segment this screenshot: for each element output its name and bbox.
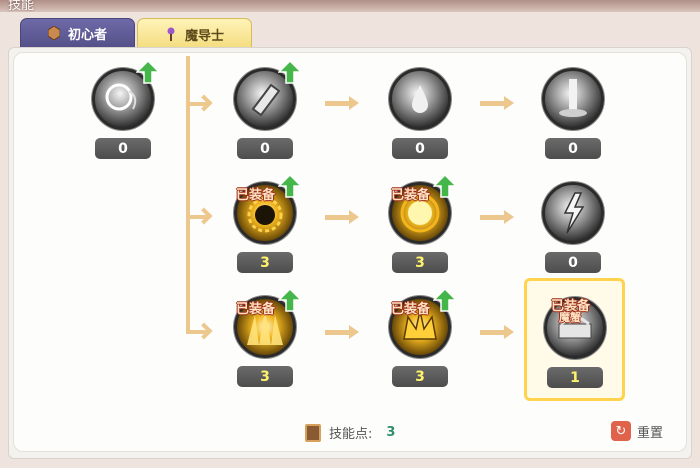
- skill-icon-temple-seal[interactable]: [544, 297, 606, 359]
- skill-level: 1: [547, 367, 603, 388]
- tab-beginner-label: 初心者: [67, 27, 107, 43]
- equipped-badge: 已装备: [236, 302, 276, 317]
- skill-level: 0: [237, 138, 293, 159]
- branch-line-3: [188, 330, 208, 334]
- skill-icon-water-drop[interactable]: [389, 68, 451, 130]
- branch-line-2: [188, 215, 208, 219]
- reset-label: 重置: [637, 425, 664, 441]
- tab-mage[interactable]: 魔导士: [137, 18, 252, 50]
- upgrade-arrow-icon[interactable]: [278, 60, 302, 84]
- mage-staff-icon: [165, 27, 177, 41]
- skill-slot-row2-a[interactable]: 已装备 3: [230, 174, 302, 282]
- skill-slot-base[interactable]: 0: [88, 60, 160, 168]
- skill-level: 0: [95, 138, 151, 159]
- upgrade-arrow-icon[interactable]: [278, 288, 302, 312]
- skill-level: 3: [237, 366, 293, 387]
- reset-button[interactable]: ↻ 重置: [611, 421, 663, 441]
- skill-slot-row3-b[interactable]: 已装备 3: [385, 288, 457, 396]
- skill-points-label: 技能点:: [329, 427, 373, 442]
- skill-level: 3: [392, 252, 448, 273]
- tab-beginner[interactable]: 初心者: [20, 18, 135, 48]
- title-bar: 技能: [0, 0, 700, 13]
- skill-points: 技能点: 3: [305, 423, 395, 442]
- equipped-badge: 已装备: [551, 299, 591, 314]
- skill-level: 0: [392, 138, 448, 159]
- equipped-badge: 已装备: [391, 302, 431, 317]
- skill-level: 3: [392, 366, 448, 387]
- equipped-badge: 已装备: [236, 188, 276, 203]
- upgrade-arrow-icon[interactable]: [136, 60, 160, 84]
- skill-icon-light-pillar[interactable]: [542, 68, 604, 130]
- upgrade-arrow-icon[interactable]: [433, 174, 457, 198]
- skill-slot-row3-c-selected[interactable]: 已装备 魔蟹 1: [524, 278, 625, 401]
- skill-book-icon: [305, 423, 321, 442]
- skill-icon-lightning[interactable]: [542, 182, 604, 244]
- reset-icon: ↻: [611, 421, 631, 441]
- upgrade-arrow-icon[interactable]: [433, 288, 457, 312]
- skill-level: 3: [237, 252, 293, 273]
- branch-line-1: [188, 102, 208, 106]
- tree-trunk-line: [186, 56, 190, 334]
- equipped-badge: 已装备: [391, 188, 431, 203]
- skill-slot-row1-b[interactable]: 0: [385, 68, 455, 168]
- skill-points-value: 3: [386, 425, 396, 440]
- tab-mage-label: 魔导士: [184, 28, 224, 44]
- window-title: 技能: [8, 0, 35, 13]
- skill-level: 0: [545, 138, 601, 159]
- skill-slot-row2-b[interactable]: 已装备 3: [385, 174, 457, 282]
- skill-level: 0: [545, 252, 601, 273]
- equipped-badge-secondary: 魔蟹: [559, 311, 581, 324]
- beginner-class-icon: [47, 25, 61, 41]
- skill-slot-row1-c[interactable]: 0: [538, 68, 608, 168]
- skill-slot-row3-a[interactable]: 已装备 3: [230, 288, 302, 396]
- upgrade-arrow-icon[interactable]: [278, 174, 302, 198]
- skill-slot-row1-a[interactable]: 0: [230, 60, 302, 168]
- skill-slot-row2-c[interactable]: 0: [538, 182, 608, 282]
